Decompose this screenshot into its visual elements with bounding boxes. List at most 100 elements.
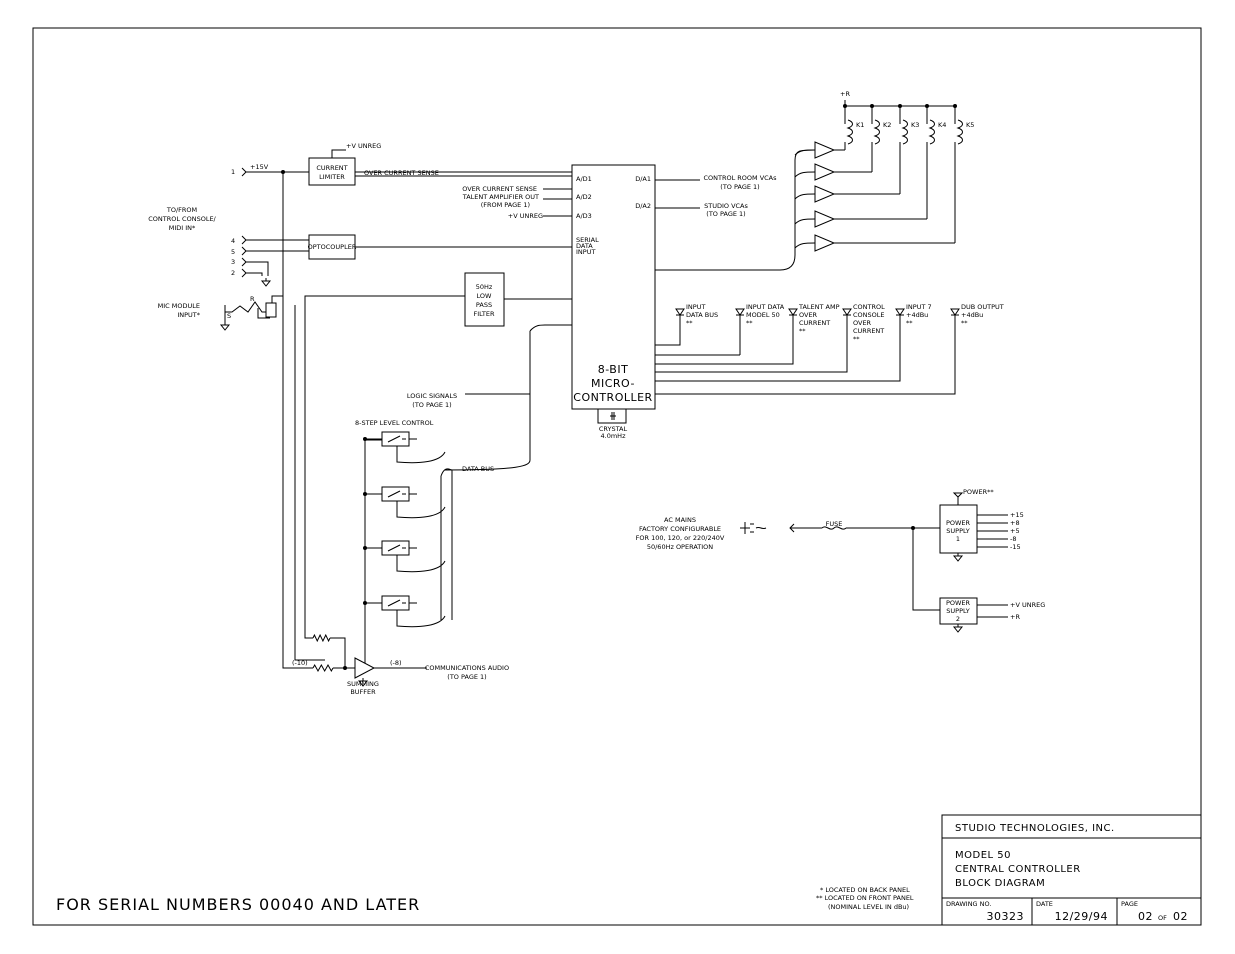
junction-dot: [363, 546, 367, 550]
relay-coil: [901, 119, 908, 145]
wire-ad-in: [543, 188, 572, 217]
mic-jack: [224, 301, 275, 322]
resistor: [312, 663, 334, 673]
connector-arrow: [241, 246, 247, 256]
led-label-1-3: **: [686, 319, 693, 327]
connector-arrow: [241, 257, 247, 267]
filter-box: [464, 272, 505, 327]
ground-symbol: [357, 678, 369, 687]
led-label-1-1: INPUT: [686, 303, 705, 311]
crystal-label-2: 4.0mHz: [601, 432, 627, 440]
over-current-sense-label: OVER CURRENT SENSE: [364, 169, 439, 177]
ac-mains-3: FOR 100, 120, or 220/240V: [636, 534, 725, 542]
pin-1: 1: [231, 168, 235, 176]
led-icon-4: [842, 308, 852, 316]
current-limiter-block: CURRENT LIMITER: [308, 157, 356, 186]
resistor: [312, 633, 331, 643]
led-label-2-1: INPUT DATA: [746, 303, 785, 311]
plus-r-label: +R: [840, 90, 850, 98]
led-icon-5: [895, 308, 905, 316]
led-label-6-3: **: [961, 319, 968, 327]
relay-label-3: K3: [911, 121, 919, 129]
ps1-out-plus5: +5: [1010, 527, 1020, 535]
junction-dot: [363, 437, 367, 441]
pin-serial-3: INPUT: [576, 248, 595, 256]
relay-coil: [873, 119, 880, 145]
sheet-border: [32, 27, 1202, 926]
page-label: PAGE: [1121, 900, 1138, 908]
ac-plug-icon: [740, 522, 754, 534]
ad2-input-2: TALENT AMPLIFIER OUT: [462, 193, 539, 201]
vunreg-top-label: +V UNREG: [346, 142, 381, 150]
led-label-2-3: **: [746, 319, 753, 327]
wire: [794, 193, 816, 200]
data-bus-tap: [396, 555, 446, 573]
wire-da-out: [655, 179, 700, 209]
title-line-2: CENTRAL CONTROLLER: [955, 864, 1081, 875]
led-label-5-1: INPUT 7: [906, 303, 932, 311]
mic-module-label: MIC MODULE INPUT*: [158, 302, 201, 319]
data-bus: [440, 468, 453, 620]
ps1-out-minus15: -15: [1010, 543, 1021, 551]
optocoupler-box: [308, 234, 356, 260]
plus15v-label: +15V: [250, 163, 269, 171]
led-label-5-2: +4dBu: [906, 311, 928, 319]
led-label-4-2: CONSOLE: [853, 311, 885, 319]
switch-contact: [387, 544, 406, 552]
led-label-5-3: **: [906, 319, 913, 327]
wire: [794, 242, 816, 249]
pin-2: 2: [231, 269, 235, 277]
current-limiter-line-2: LIMITER: [319, 173, 345, 181]
connector-arrow: [241, 167, 247, 177]
led-icon-6: [950, 308, 960, 316]
filter-line-2: LOW: [477, 292, 493, 300]
mic-module-line-2: INPUT*: [177, 311, 200, 319]
ground-symbol: [219, 322, 231, 331]
logic-signals-label: LOGIC SIGNALS (TO PAGE 1): [407, 392, 457, 409]
fuse-label: FUSE: [826, 520, 843, 528]
ac-mains-1: AC MAINS: [664, 516, 696, 524]
wire: [304, 300, 313, 639]
junction-dot: [343, 666, 347, 670]
connector-arrow: [241, 268, 247, 278]
comm-audio-1: COMMUNICATIONS AUDIO: [425, 664, 509, 672]
level-minus8: (-8): [390, 659, 402, 667]
ps2-box: [939, 597, 978, 625]
studio-vcas-2: (TO PAGE 1): [706, 210, 745, 218]
current-limiter-line-1: CURRENT: [316, 164, 347, 172]
level-minus10: (-10): [292, 659, 308, 667]
footnote-3: (NOMINAL LEVEL IN dBu): [828, 903, 909, 911]
microcontroller-box: [571, 164, 656, 410]
power-supply-1-block: POWER SUPPLY 1: [939, 504, 978, 554]
wire: [282, 300, 313, 669]
wire-opto-in: [246, 239, 309, 252]
mcu-title-3: CONTROLLER: [573, 391, 652, 404]
ac-mains-label: AC MAINS FACTORY CONFIGURABLE FOR 100, 1…: [636, 516, 725, 551]
crystal-label-1: CRYSTAL: [599, 425, 628, 433]
switch-contact: [387, 435, 406, 443]
led-label-2-2: MODEL 50: [746, 311, 780, 319]
studio-vcas-label: STUDIO VCAs (TO PAGE 1): [704, 202, 748, 218]
data-bus-label: DATA BUS: [462, 465, 494, 473]
cr-vcas-label: CONTROL ROOM VCAs (TO PAGE 1): [703, 174, 777, 191]
pin-3: 3: [231, 258, 235, 266]
ps2-line-2: SUPPLY: [946, 607, 969, 615]
drawing-no-label: DRAWING NO.: [946, 900, 991, 908]
relay-label-1: K1: [856, 121, 864, 129]
wire-vunreg: [331, 149, 346, 158]
ps1-line-3: 1: [956, 535, 960, 543]
comm-audio-label: COMMUNICATIONS AUDIO (TO PAGE 1): [425, 664, 509, 681]
pin-serial-2: DATA: [576, 242, 593, 250]
footnote-2: ** LOCATED ON FRONT PANEL: [816, 894, 914, 902]
to-from-line-3: MIDI IN*: [169, 224, 196, 232]
wire-ac-ps2: [912, 528, 940, 611]
filter-line-4: FILTER: [474, 310, 495, 318]
studio-vcas-1: STUDIO VCAs: [704, 202, 748, 210]
ad3-input-label: +V UNREG: [508, 212, 543, 220]
ps1-line-2: SUPPLY: [946, 527, 969, 535]
crystal-symbol: [610, 412, 616, 420]
relay-coil: [956, 119, 963, 145]
